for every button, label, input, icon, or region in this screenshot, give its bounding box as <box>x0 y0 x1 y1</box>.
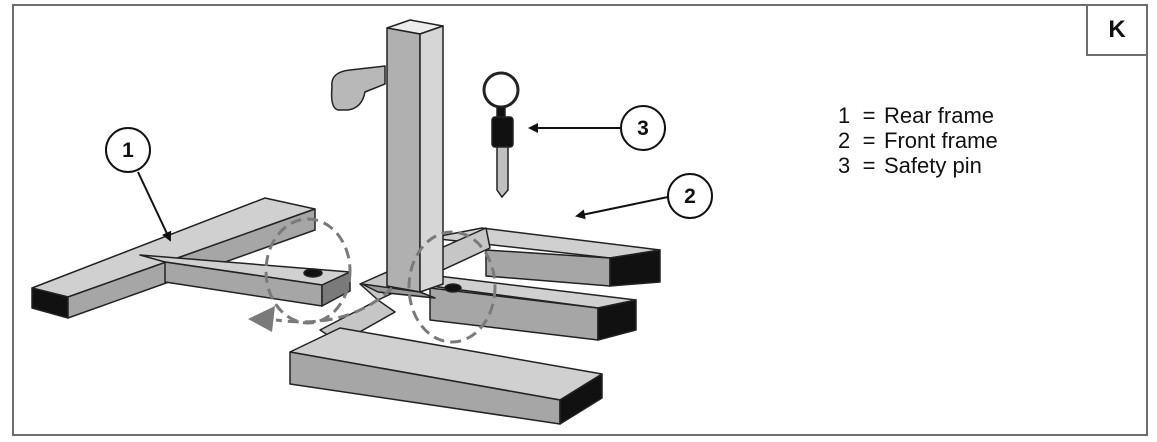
diagram-frame: K <box>12 4 1148 436</box>
legend-number: 1 <box>838 103 851 128</box>
safety-pin <box>482 71 520 199</box>
legend-equals: = <box>862 153 876 178</box>
direction-arrow-icon <box>248 306 275 332</box>
legend-text: Rear frame <box>884 103 995 128</box>
upright-post <box>330 19 444 299</box>
callout-2: 2 <box>667 173 713 219</box>
legend-item: 1 = Rear frame <box>838 103 998 128</box>
callout-1: 1 <box>105 127 151 173</box>
connection-marker <box>264 217 497 344</box>
legend-number: 2 <box>838 128 851 153</box>
legend-item: 2 = Front frame <box>838 128 998 153</box>
legend: 1 = Rear frame 2 = Front frame 3 = Safety pin <box>838 103 998 178</box>
legend-text: Safety pin <box>884 153 982 178</box>
rear-frame <box>31 197 351 319</box>
front-frame <box>289 227 661 425</box>
callout-1-number: 1 <box>122 139 134 162</box>
callout-2-number: 2 <box>684 185 696 208</box>
figure-label: K <box>1086 6 1146 56</box>
legend-equals: = <box>862 128 876 153</box>
callout-3: 3 <box>620 105 666 151</box>
leader-lines <box>137 123 669 242</box>
legend-number: 3 <box>838 153 851 178</box>
legend-equals: = <box>862 103 876 128</box>
legend-item: 3 = Safety pin <box>838 153 998 178</box>
callout-3-number: 3 <box>637 117 649 140</box>
legend-text: Front frame <box>884 128 998 153</box>
